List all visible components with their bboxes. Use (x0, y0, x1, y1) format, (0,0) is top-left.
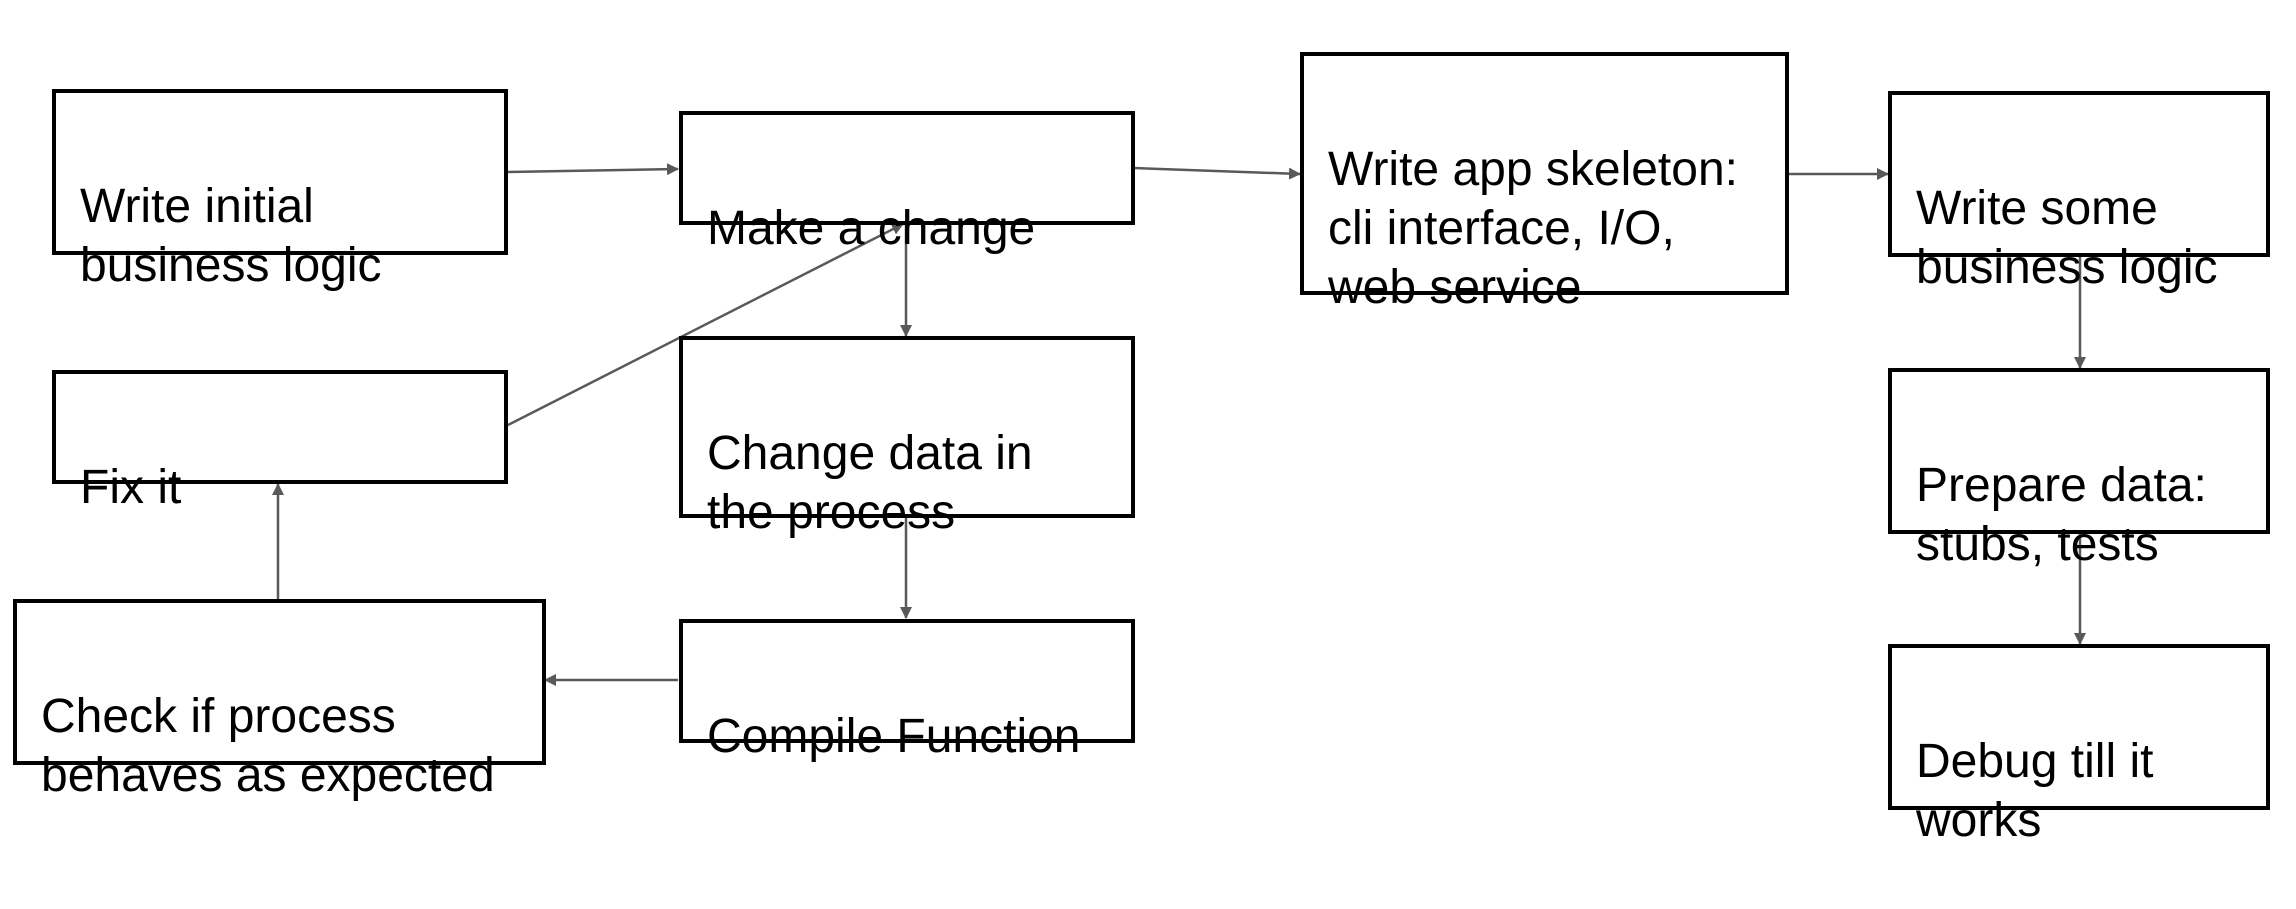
node-label: Change data in the process (707, 427, 1033, 539)
node-write-initial-business-logic: Write initial business logic (52, 89, 508, 292)
node-label: Debug till it works (1916, 735, 2154, 847)
node-debug-till-it-works: Debug till it works (1888, 644, 2270, 847)
node-fix-it: Fix it (52, 370, 508, 514)
node-write-app-skeleton: Write app skeleton: cli interface, I/O, … (1300, 52, 1789, 314)
edge-fix-to-make-change (507, 222, 904, 427)
node-write-some-business-logic: Write some business logic (1888, 91, 2270, 294)
node-label: Make a change (707, 202, 1036, 255)
node-make-a-change: Make a change (679, 111, 1135, 255)
node-label: Check if process behaves as expected (41, 690, 495, 802)
edges-layer (272, 163, 2086, 686)
edge-make-change-to-skeleton (1133, 166, 1301, 180)
node-change-data-in-the-process: Change data in the process (679, 336, 1135, 539)
node-label: Write some business logic (1916, 182, 2218, 294)
node-label: Write app skeleton: cli interface, I/O, … (1328, 143, 1738, 314)
edge-write-initial-to-make-change (507, 163, 679, 176)
node-compile-function: Compile Function (679, 619, 1135, 763)
node-label: Fix it (80, 461, 182, 514)
node-check-if-process-behaves: Check if process behaves as expected (13, 599, 546, 802)
node-label: Prepare data: stubs, tests (1916, 459, 2207, 571)
flowchart-diagram: Write initial business logic Make a chan… (13, 52, 2270, 847)
node-label: Write initial business logic (80, 180, 382, 292)
node-label: Compile Function (707, 710, 1081, 763)
node-prepare-data: Prepare data: stubs, tests (1888, 368, 2270, 571)
